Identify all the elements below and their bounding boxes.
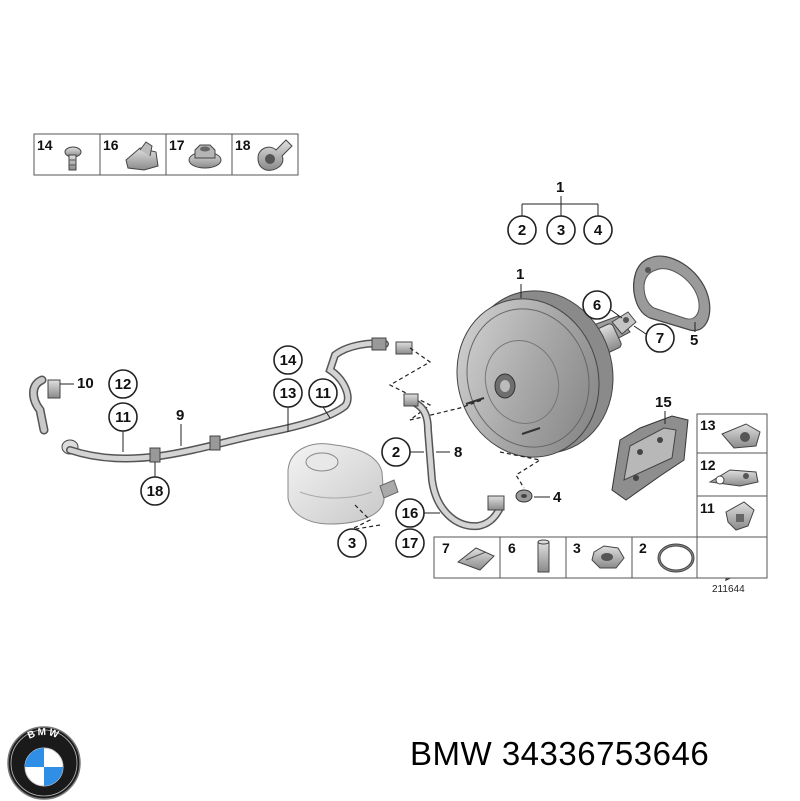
- bmw-logo: BMW: [7, 726, 81, 800]
- vacuum-hose-part: [29, 337, 413, 463]
- callout-3-bottom: 3: [348, 535, 356, 552]
- callout-6: 6: [593, 297, 601, 314]
- callout-4-top: 4: [594, 222, 603, 239]
- top-parts-table: 14 16 17 18: [33, 133, 299, 176]
- callout-10: 10: [77, 375, 94, 392]
- callout-14: 14: [280, 352, 297, 369]
- callout-8: 8: [454, 444, 462, 461]
- bolt-icon: [64, 146, 82, 171]
- bottom-parts-table: 7 6 3 2: [433, 536, 768, 579]
- callout-7: 7: [656, 330, 664, 347]
- bracket-part: [611, 415, 689, 501]
- hose-clamp-icon: [257, 139, 293, 171]
- grommet-part: [515, 489, 533, 503]
- callout-3-top: 3: [557, 222, 565, 239]
- table-label-3: 3: [573, 540, 581, 556]
- table-label-2: 2: [639, 540, 647, 556]
- callout-13: 13: [280, 385, 297, 402]
- brake-booster-part: [456, 290, 637, 458]
- callout-11-left: 11: [115, 409, 131, 426]
- pin-icon: [537, 539, 550, 573]
- callout-15: 15: [655, 394, 672, 411]
- bracket-clip-icon: [125, 141, 159, 171]
- connector-hose-part: [403, 393, 505, 531]
- table-label-18: 18: [235, 137, 251, 153]
- clip-icon: [721, 423, 761, 449]
- table-label-11: 11: [700, 500, 715, 516]
- hex-nut-icon: [591, 545, 625, 569]
- booster-kit-callout: 1 2 3 4: [507, 179, 613, 245]
- callout-5: 5: [690, 332, 698, 349]
- callout-1-top: 1: [556, 179, 564, 196]
- callout-4-mid: 4: [553, 489, 562, 506]
- o-ring-icon: [657, 543, 695, 573]
- callout-1-booster: 1: [516, 266, 524, 283]
- callout-9: 9: [176, 407, 184, 424]
- table-label-12: 12: [700, 457, 716, 473]
- table-label-17: 17: [169, 137, 185, 153]
- table-label-13: 13: [700, 417, 716, 433]
- callout-18: 18: [147, 483, 164, 500]
- holder-icon: [708, 469, 759, 487]
- svg-text:BMW: BMW: [26, 727, 62, 742]
- spring-clip-icon: [456, 547, 495, 571]
- callout-2-mid: 2: [392, 444, 400, 461]
- table-label-6: 6: [508, 540, 516, 556]
- callout-2-top: 2: [518, 222, 526, 239]
- diagram-reference-number: 211644: [712, 584, 745, 595]
- fastener-icon: [725, 501, 755, 531]
- callout-12: 12: [115, 376, 132, 393]
- table-label-7: 7: [442, 540, 450, 556]
- table-label-16: 16: [103, 137, 119, 153]
- gasket-part: 5: [633, 255, 711, 349]
- table-label-14: 14: [37, 137, 53, 153]
- callout-16: 16: [402, 505, 419, 522]
- flange-nut-icon: [188, 144, 222, 169]
- reservoir-tank-part: [287, 443, 399, 525]
- brand-part-number: BMW 34336753646: [410, 735, 710, 772]
- callout-17: 17: [402, 535, 419, 552]
- callout-11-mid: 11: [315, 385, 331, 402]
